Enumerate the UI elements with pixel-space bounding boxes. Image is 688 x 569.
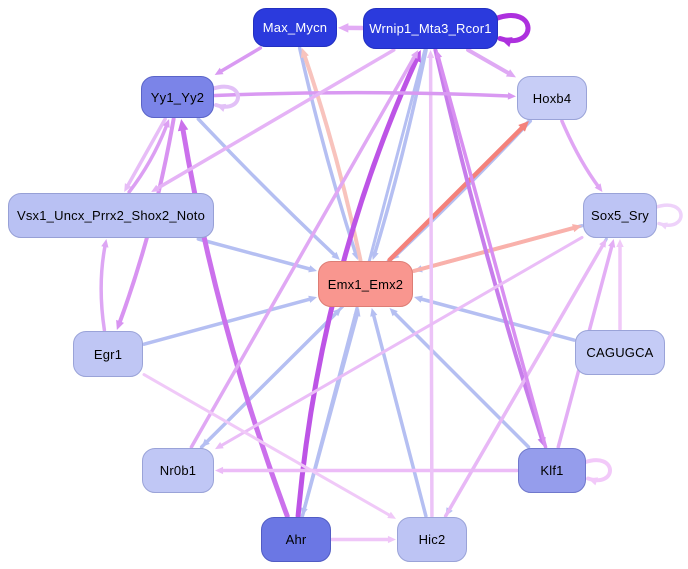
- edge-sox5-to-nr0b1-arrowhead: [215, 442, 224, 450]
- edge-cagugca-to-emx1-arrowhead: [414, 295, 423, 303]
- edge-yy1-to-egr1-arrowhead: [116, 319, 124, 330]
- edge-klf1-to-wrnip1-arrowhead: [435, 50, 443, 59]
- edge-emx1-to-max_mycn-arrowhead: [300, 48, 309, 59]
- edge-wrnip1-to-hoxb4: [466, 48, 512, 76]
- edge-klf1-to-nr0b1-arrowhead: [215, 466, 224, 475]
- edge-ahr-to-yy1-arrowhead: [177, 119, 189, 132]
- edge-hic2-to-emx1: [371, 312, 428, 518]
- self-loop-klf1: [582, 458, 612, 483]
- edge-wrnip1-to-ahr-arrowhead: [300, 507, 308, 516]
- edge-wrnip1-to-max_mycn-arrowhead: [338, 23, 349, 33]
- edge-yy1-to-hoxb4: [213, 90, 512, 98]
- edge-egr1-to-emx1: [142, 297, 313, 346]
- node-ahr[interactable]: Ahr: [261, 517, 331, 562]
- edge-klf1-to-wrnip1: [436, 54, 548, 449]
- edge-emx1-to-max_mycn: [302, 52, 363, 262]
- self-loop-wrnip1-arrowhead: [500, 37, 513, 48]
- edge-max_mycn-to-yy1: [218, 46, 263, 74]
- edge-hoxb4-to-nr0b1-arrowhead: [201, 438, 210, 447]
- self-loop-sox5: [653, 203, 683, 227]
- edge-wrnip1-to-vsx1: [154, 48, 396, 191]
- edge-hic2-to-emx1-arrowhead: [370, 308, 378, 317]
- edge-yy1-to-vsx1-arrowhead: [124, 183, 132, 192]
- edge-klf1-to-sox5-arrowhead: [608, 239, 616, 248]
- edge-wrnip1-to-hoxb4-arrowhead: [505, 69, 516, 78]
- edge-max_mycn-to-emx1: [297, 46, 358, 256]
- edge-hic2-to-sox5-arrowhead: [599, 239, 607, 248]
- node-hic2[interactable]: Hic2: [397, 517, 467, 562]
- edge-sox5-to-nr0b1: [218, 235, 584, 448]
- edge-cagugca-to-sox5-arrowhead: [616, 239, 624, 248]
- edge-hoxb4-to-sox5-arrowhead: [594, 183, 603, 192]
- edge-klf1-to-emx1-arrowhead: [389, 308, 398, 317]
- edge-egr1-to-vsx1-arrowhead: [101, 239, 109, 248]
- node-sox5[interactable]: Sox5_Sry: [583, 193, 657, 238]
- edge-vsx1-to-emx1-arrowhead: [308, 265, 317, 273]
- edge-hic2-to-wrnip1-arrowhead: [426, 50, 435, 59]
- edge-cagugca-to-emx1: [418, 296, 576, 342]
- node-yy1[interactable]: Yy1_Yy2: [141, 76, 214, 118]
- edge-egr1-to-emx1-arrowhead: [308, 295, 317, 303]
- edge-emx1-to-hoxb4: [387, 124, 526, 263]
- edge-emx1-to-hoxb4-arrowhead: [518, 121, 529, 132]
- edge-wrnip1-to-emx1: [372, 48, 428, 256]
- edge-vsx1-to-yy1: [127, 122, 169, 194]
- edge-yy1-to-emx1: [196, 117, 338, 258]
- node-hoxb4[interactable]: Hoxb4: [517, 76, 587, 120]
- edge-yy1-to-vsx1: [125, 117, 167, 189]
- edge-ahr-to-yy1: [180, 125, 290, 519]
- edge-klf1-to-emx1: [392, 310, 531, 449]
- edge-yy1-to-emx1-arrowhead: [331, 251, 340, 260]
- edge-max_mycn-to-yy1-arrowhead: [214, 67, 224, 75]
- edge-vsx1-to-yy1-arrowhead: [162, 119, 170, 128]
- edge-wrnip1-to-emx1-arrowhead: [371, 251, 379, 260]
- self-loop-yy1-arrowhead: [216, 103, 227, 112]
- self-loop-wrnip1: [493, 13, 531, 43]
- edge-egr1-to-hic2: [142, 373, 393, 518]
- node-nr0b1[interactable]: Nr0b1: [142, 448, 214, 493]
- edge-nr0b1-to-wrnip1-arrowhead: [411, 50, 419, 59]
- edge-egr1-to-hic2-arrowhead: [387, 511, 396, 519]
- node-wrnip1[interactable]: Wrnip1_Mta3_Rcor1: [363, 8, 498, 49]
- edge-ahr-to-hic2-arrowhead: [387, 535, 396, 544]
- edge-nr0b1-to-wrnip1: [189, 53, 417, 449]
- edge-egr1-to-vsx1: [99, 243, 107, 332]
- self-loop-klf1-arrowhead: [588, 477, 599, 486]
- node-egr1[interactable]: Egr1: [73, 331, 143, 377]
- node-emx1[interactable]: Emx1_Emx2: [318, 261, 413, 307]
- node-klf1[interactable]: Klf1: [518, 448, 586, 493]
- node-vsx1[interactable]: Vsx1_Uncx_Prrx2_Shox2_Noto: [8, 193, 214, 238]
- node-cagugca[interactable]: CAGUGCA: [575, 330, 665, 375]
- self-loop-sox5-arrowhead: [659, 222, 668, 230]
- edge-emx1-to-sox5-arrowhead: [572, 224, 582, 233]
- edge-hic2-to-wrnip1: [428, 54, 434, 518]
- edge-wrnip1-to-vsx1-arrowhead: [151, 184, 160, 192]
- node-max_mycn[interactable]: Max_Mycn: [253, 8, 337, 47]
- edge-yy1-to-hoxb4-arrowhead: [507, 92, 516, 100]
- edge-wrnip1-to-klf1: [433, 48, 545, 443]
- edge-hoxb4-to-sox5: [560, 119, 601, 189]
